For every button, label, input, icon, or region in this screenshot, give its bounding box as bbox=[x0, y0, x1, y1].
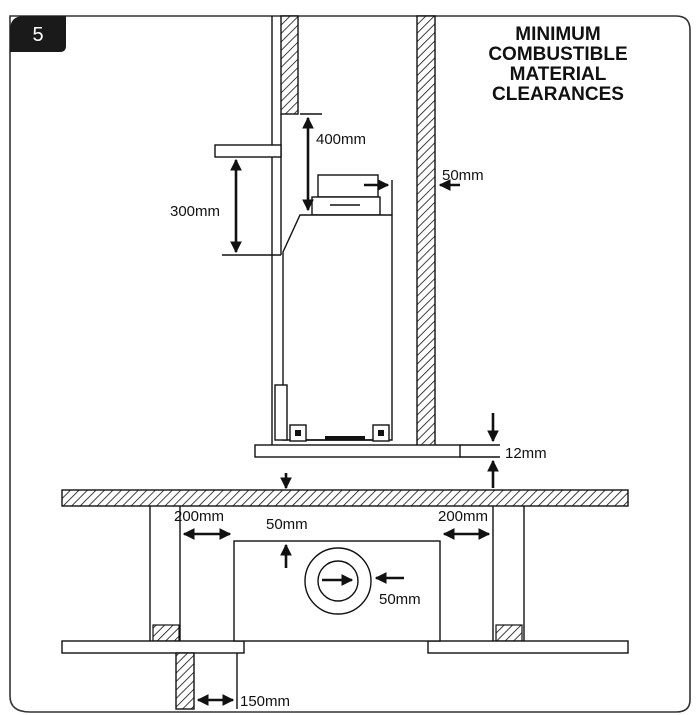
left-wall-hatched bbox=[280, 15, 299, 115]
ceiling-slab bbox=[61, 489, 629, 507]
ceiling-gap-label: 400mm bbox=[316, 131, 366, 148]
joist-left-gap-label: 200mm bbox=[174, 508, 224, 525]
shelf bbox=[214, 144, 282, 158]
joist-left bbox=[149, 506, 181, 642]
side-wall-gap-label: 50mm bbox=[442, 167, 484, 184]
lower-board-left bbox=[61, 640, 245, 654]
title-line-4: CLEARANCES bbox=[492, 84, 624, 105]
title-line-3: MATERIAL bbox=[510, 64, 607, 85]
shelf-gap-label: 300mm bbox=[170, 203, 220, 220]
figure-number-badge: 5 bbox=[10, 16, 66, 52]
joist-right bbox=[492, 506, 525, 642]
hood-chimney-body bbox=[282, 214, 393, 441]
figure-number: 5 bbox=[32, 24, 43, 46]
lower-board-right bbox=[427, 640, 629, 654]
hood-motor-unit bbox=[311, 174, 381, 216]
canopy-gap-label: 12mm bbox=[505, 445, 547, 462]
right-wall bbox=[416, 15, 436, 447]
joist-right-gap-label: 200mm bbox=[438, 508, 488, 525]
figure-frame bbox=[9, 15, 691, 713]
hood-bracket-right bbox=[372, 424, 390, 442]
duct-side-gap-label: 50mm bbox=[379, 591, 421, 608]
hood-canopy bbox=[254, 444, 461, 458]
title-line-2: COMBUSTIBLE bbox=[488, 44, 627, 65]
beam-gap-label: 150mm bbox=[240, 693, 290, 710]
duct-top-gap-label: 50mm bbox=[266, 516, 308, 533]
title-line-1: MINIMUM bbox=[515, 24, 600, 45]
beam-hatched bbox=[175, 652, 195, 710]
hood-bracket-left bbox=[289, 424, 307, 442]
